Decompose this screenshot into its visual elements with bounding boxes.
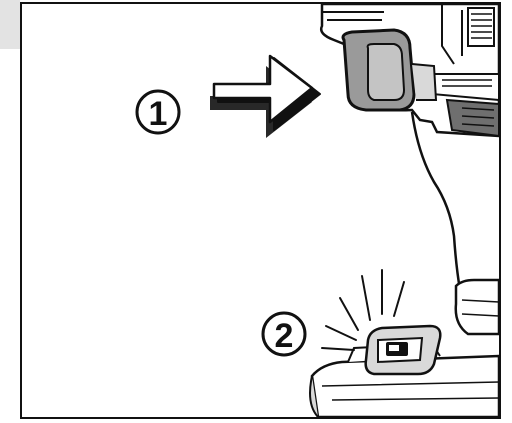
figure-frame: 1 (20, 2, 501, 419)
step-2-badge: 2 (263, 313, 305, 355)
step-2-number: 2 (275, 317, 294, 355)
step-1-badge: 1 (137, 91, 179, 133)
cable-line (412, 112, 460, 290)
step-1-number: 1 (149, 95, 168, 133)
page-corner-tab (0, 0, 20, 49)
push-arrow-icon (210, 56, 320, 138)
indicator-light-icon (366, 326, 441, 374)
tool-illustration: 1 (22, 4, 499, 417)
